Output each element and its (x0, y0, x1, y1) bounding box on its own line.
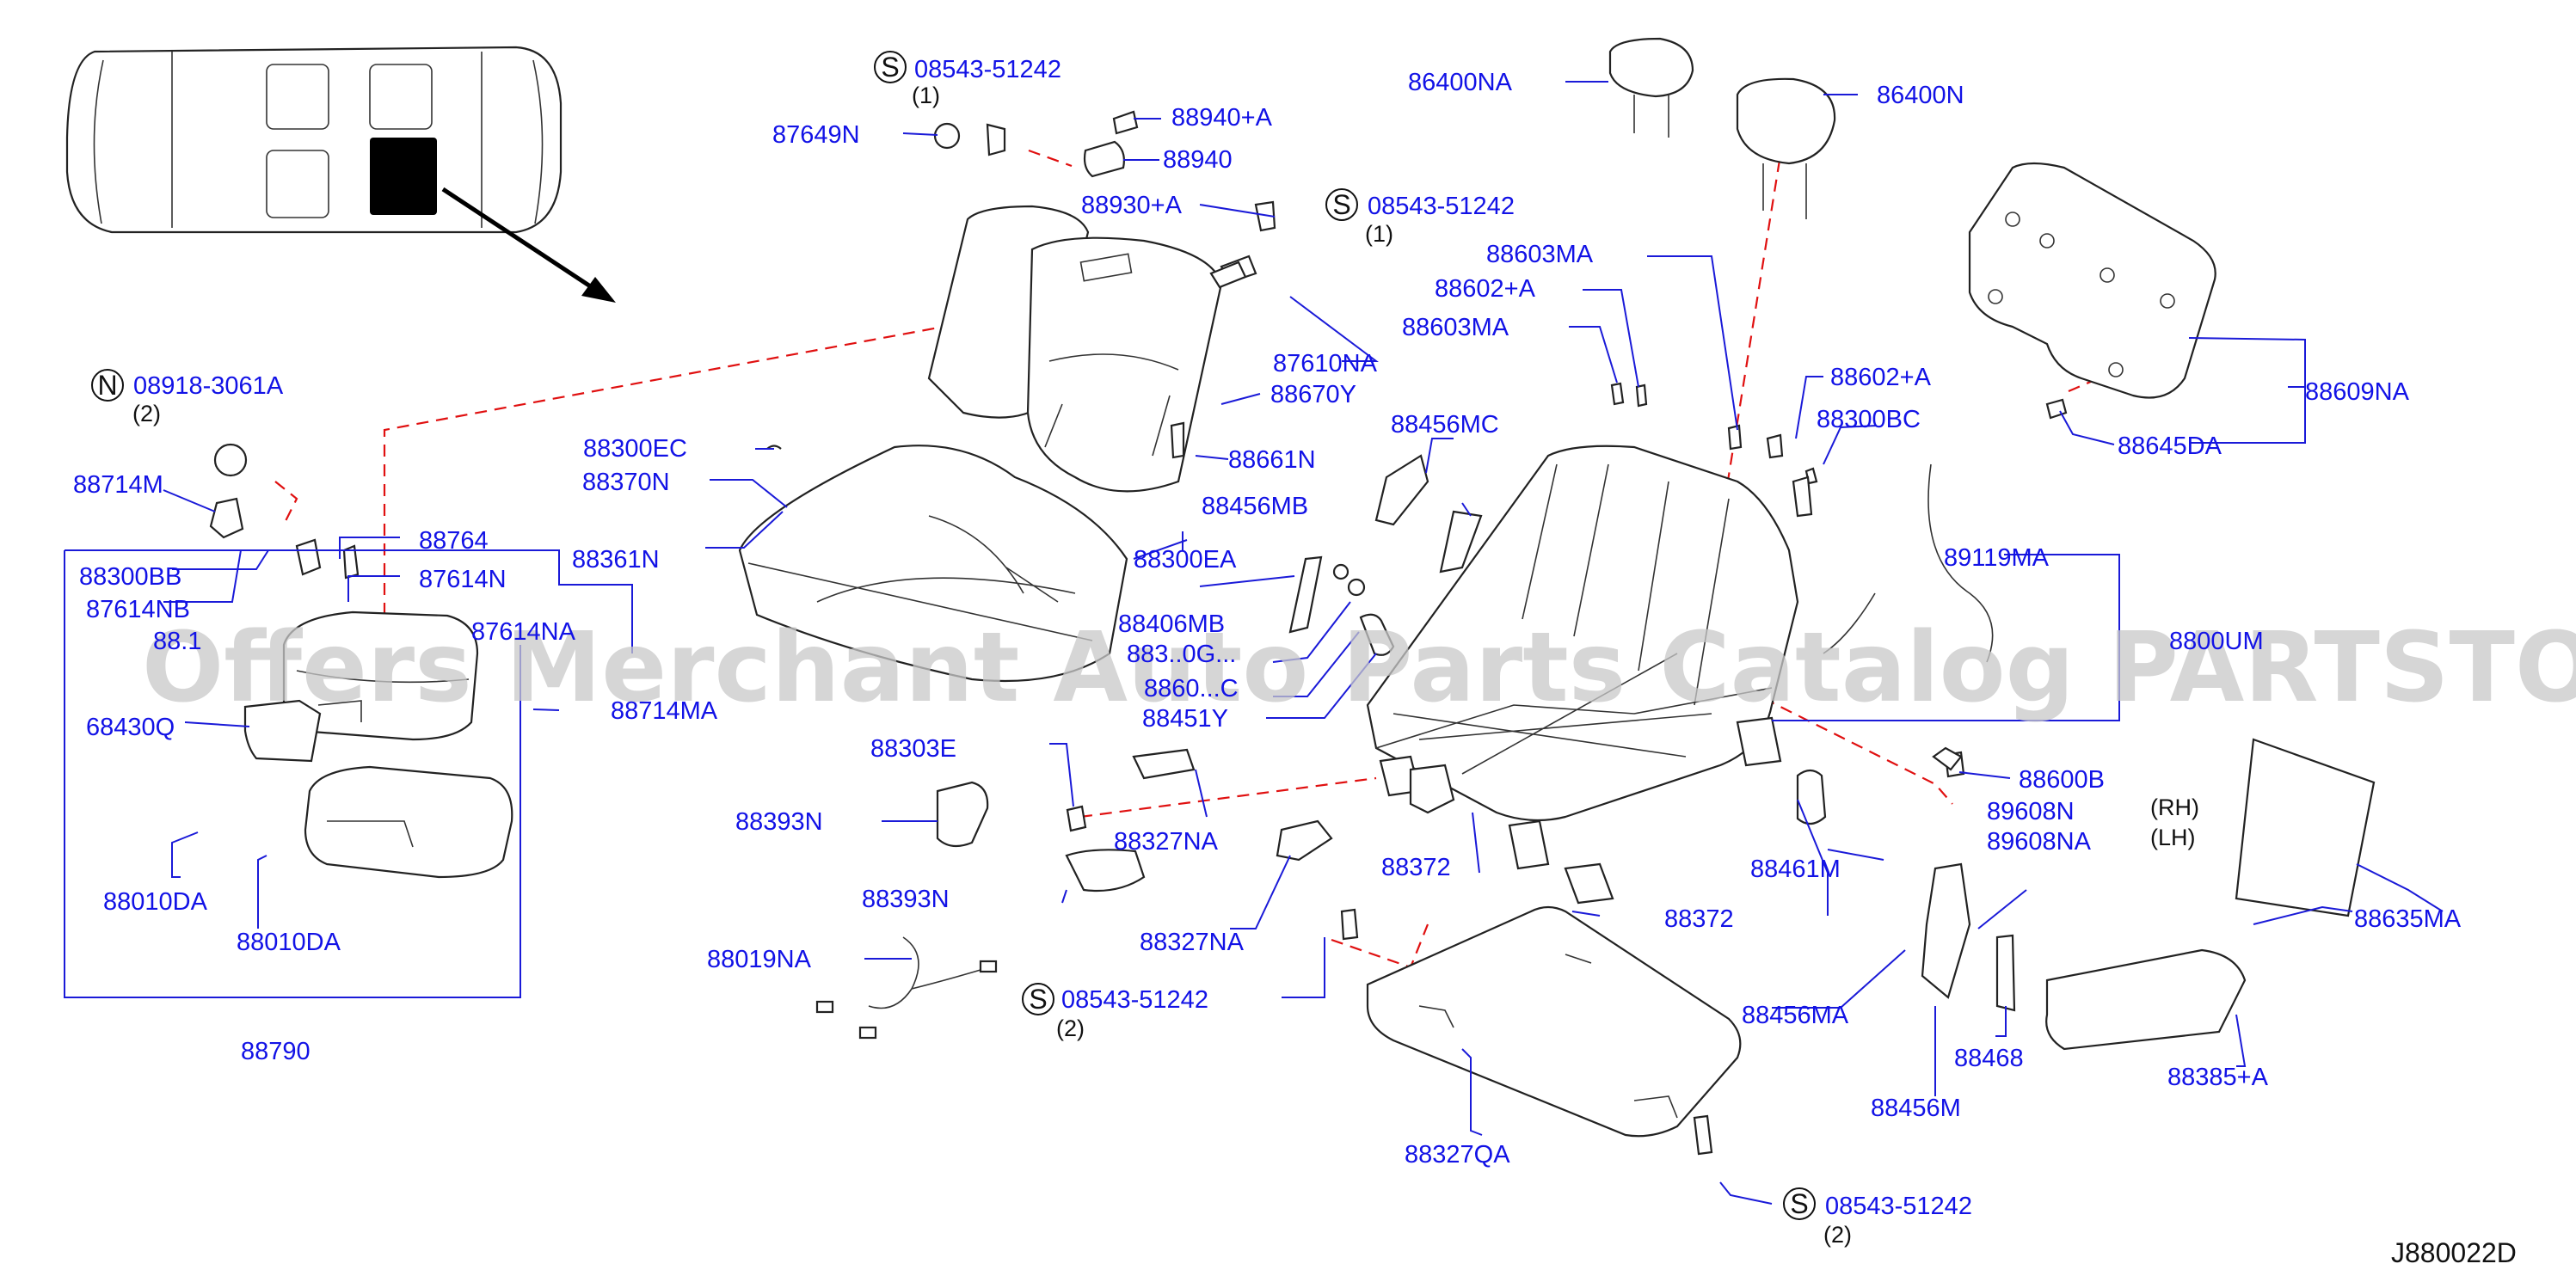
label-88300BB: 88300BB (79, 563, 181, 591)
label-partial: 883..0G... (1127, 641, 1236, 668)
label-88940: 88940 (1163, 146, 1233, 174)
side-label: (RH) (2150, 794, 2199, 820)
label-88609NA: 88609NA (2305, 378, 2410, 406)
n-symbol-icon: N (91, 369, 124, 402)
part-labels: 08543-51242 (1) 87649N 88940+A 88940 889… (73, 56, 2517, 1268)
label-88010DA: 88010DA (237, 929, 341, 956)
s-symbol-icon: S (874, 51, 907, 83)
label-88602+A: 88602+A (1435, 275, 1536, 303)
s-symbol-icon: S (1022, 983, 1054, 1015)
svg-text:N: N (97, 370, 117, 401)
label-88468: 88468 (1954, 1045, 2024, 1072)
svg-text:S: S (881, 52, 899, 83)
cushion-board-88327QA (1366, 905, 1742, 1138)
watermark: Offers Merchant Auto Parts Catalog PARTS… (142, 612, 2576, 724)
seat-frame (1366, 445, 1799, 870)
diagram-code: J880022D (2391, 1237, 2517, 1268)
label-88393N: 88393N (862, 886, 950, 913)
arrow-icon (581, 277, 616, 303)
svg-text:S: S (1332, 189, 1350, 220)
label-68430Q: 68430Q (86, 714, 175, 741)
label-88010DA: 88010DA (103, 888, 208, 916)
side-label: (LH) (2150, 825, 2196, 850)
quantity-label: (1) (912, 83, 940, 108)
label-87614N: 87614N (419, 566, 507, 593)
label-88456MA: 88456MA (1742, 1002, 1849, 1029)
label-88456M: 88456M (1871, 1095, 1961, 1122)
label-8800UM: 8800UM (2169, 628, 2264, 655)
label-88393N: 88393N (735, 808, 823, 836)
label-89608N: 89608N (1987, 798, 2075, 825)
label-88940+A: 88940+A (1171, 104, 1273, 132)
label-88327QA: 88327QA (1405, 1141, 1510, 1169)
label-88635MA: 88635MA (2354, 905, 2462, 933)
label-89119MA: 89119MA (1944, 544, 2050, 572)
highlighted-seat (370, 138, 437, 215)
label-88303E: 88303E (870, 735, 956, 763)
label-08543-51242: 08543-51242 (1368, 193, 1515, 220)
armrest-assembly (209, 443, 513, 879)
label-88370N: 88370N (582, 469, 670, 496)
label-88456MB: 88456MB (1202, 493, 1308, 520)
label-partial: 88.1 (153, 628, 201, 655)
label-87610NA: 87610NA (1273, 350, 1378, 377)
label-86400N: 86400N (1877, 82, 1964, 109)
label-88019NA: 88019NA (707, 946, 812, 973)
back-board-88609NA (1968, 162, 2216, 399)
label-08543-51242: 08543-51242 (914, 56, 1061, 83)
label-88645DA: 88645DA (2118, 432, 2222, 460)
label-08543-51242: 08543-51242 (1061, 986, 1208, 1014)
label-89608NA: 89608NA (1987, 828, 2092, 856)
seat-cushion-assembly (738, 445, 1128, 683)
label-88764: 88764 (419, 527, 489, 555)
label-87614NA: 87614NA (471, 618, 576, 646)
symbol-circles: S S N S S (91, 51, 1816, 1220)
label-88602+A: 88602+A (1830, 364, 1932, 391)
s-symbol-icon: S (1325, 188, 1358, 221)
quantity-label: (1) (1365, 221, 1393, 247)
label-86400NA: 86400NA (1408, 69, 1513, 96)
label-88603MA: 88603MA (1486, 241, 1594, 268)
label-88300BC: 88300BC (1817, 406, 1921, 433)
label-88714M: 88714M (73, 471, 163, 499)
label-partial: 8860...C (1144, 675, 1239, 702)
wire-harnesses (815, 463, 1994, 1040)
label-88300EC: 88300EC (583, 435, 687, 463)
label-88327NA: 88327NA (1140, 929, 1245, 956)
quantity-label: (2) (1823, 1222, 1852, 1248)
label-88600B: 88600B (2019, 766, 2105, 794)
small-parts (766, 110, 2376, 1156)
label-88385+A: 88385+A (2167, 1064, 2269, 1091)
label-88372: 88372 (1664, 905, 1734, 933)
quantity-label: (2) (1056, 1015, 1085, 1041)
label-87614NB: 87614NB (86, 596, 190, 623)
label-88406MB: 88406MB (1118, 610, 1225, 638)
leader-lines (64, 81, 2444, 1205)
label-88790: 88790 (241, 1038, 310, 1065)
svg-text:S: S (1790, 1188, 1808, 1219)
label-08543-51242: 08543-51242 (1825, 1193, 1972, 1220)
svg-text:S: S (1029, 984, 1047, 1015)
label-88603MA: 88603MA (1402, 314, 1509, 341)
label-08918-3061A: 08918-3061A (133, 372, 284, 400)
label-88714MA: 88714MA (611, 697, 718, 725)
vehicle-locator (65, 46, 616, 303)
label-87649N: 87649N (772, 121, 860, 149)
label-88300EA: 88300EA (1134, 546, 1237, 574)
headrests (1608, 37, 1836, 219)
label-88451Y: 88451Y (1142, 705, 1228, 733)
label-88461M: 88461M (1750, 856, 1841, 883)
label-88456MC: 88456MC (1391, 411, 1499, 439)
label-88372: 88372 (1381, 854, 1451, 881)
label-88670Y: 88670Y (1270, 381, 1356, 408)
s-symbol-icon: S (1783, 1187, 1816, 1220)
label-88930+A: 88930+A (1081, 192, 1183, 219)
label-88327NA: 88327NA (1114, 828, 1219, 856)
quantity-label: (2) (132, 401, 161, 426)
label-88661N: 88661N (1228, 446, 1316, 474)
label-88361N: 88361N (572, 546, 660, 574)
